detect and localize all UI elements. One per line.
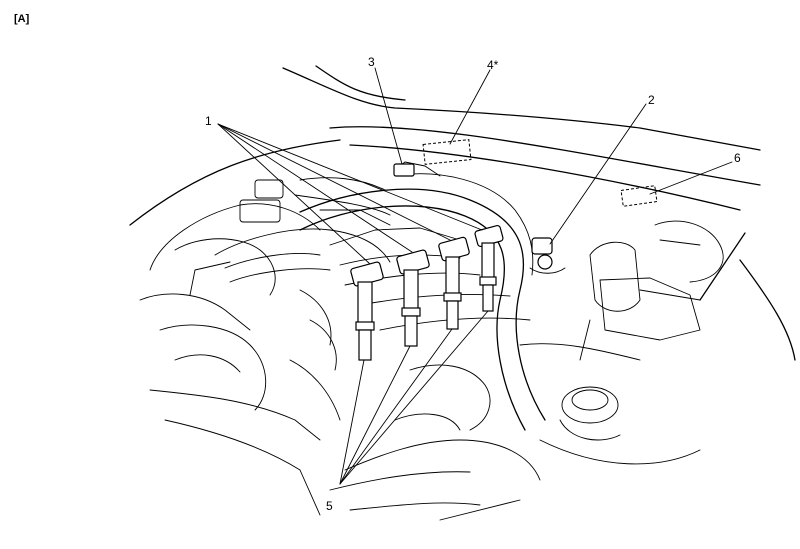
callout-2: 2 (648, 93, 655, 107)
callout-labels: 1 2 3 4* 5 6 (205, 55, 741, 513)
lower-pipes (299, 364, 541, 521)
ignition-coil-3 (438, 236, 470, 330)
callout-1: 1 (205, 114, 212, 128)
component-6-hidden (620, 185, 658, 207)
callout-4: 4* (487, 58, 499, 72)
right-side-components (519, 220, 724, 465)
ignition-coils (350, 161, 504, 361)
ignition-coil-4 (474, 224, 504, 312)
ignition-coil-1 (350, 261, 384, 361)
engine-block (139, 177, 531, 471)
sensor-3 (393, 163, 415, 177)
callout-5: 5 (326, 499, 333, 513)
hood-outline (129, 65, 796, 361)
callout-3: 3 (368, 55, 375, 69)
ignition-coil-2 (396, 249, 430, 347)
leader-lines (217, 67, 733, 485)
intake-hose (299, 173, 546, 431)
component-2 (529, 237, 566, 274)
component-4-hidden (422, 139, 472, 165)
figure-tag: [A] (14, 13, 30, 25)
callout-6: 6 (734, 151, 741, 165)
